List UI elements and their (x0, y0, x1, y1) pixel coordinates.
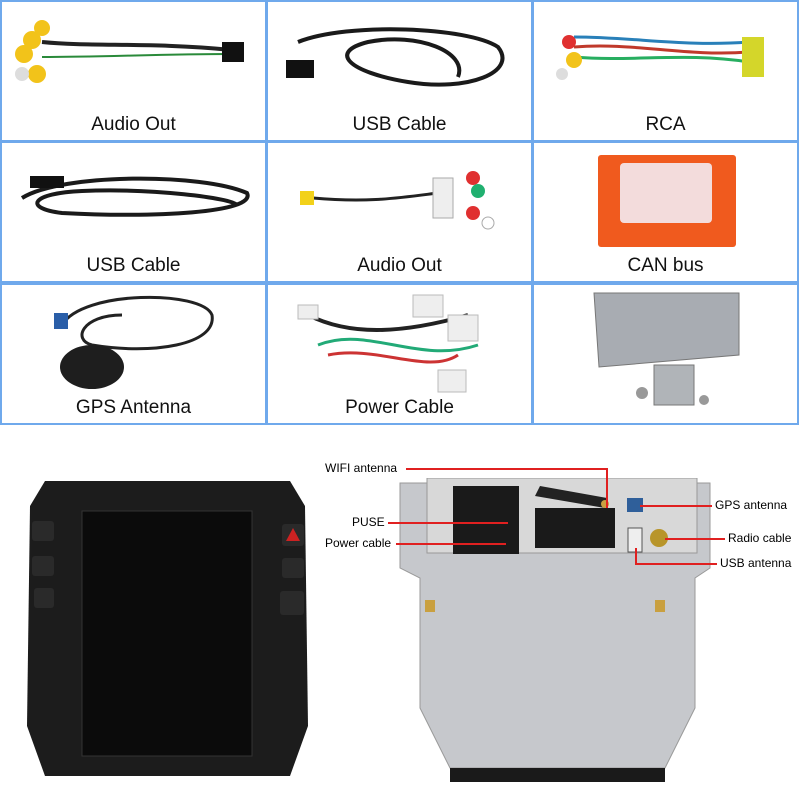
callout-gps-antenna: GPS antenna (715, 498, 788, 512)
cell-label: CAN bus (627, 255, 704, 276)
rca-cable-image (556, 35, 764, 80)
head-unit-front-image (20, 476, 315, 786)
cell-rca: RCA (532, 0, 799, 142)
callout-line (388, 522, 508, 524)
cell-label: Audio Out (357, 255, 442, 276)
audio-out-cable-image (300, 171, 495, 230)
head-unit-back-image (395, 477, 715, 790)
gps-antenna-image (54, 295, 214, 389)
cell-power-cable: Power Cable (266, 283, 533, 425)
cell-label: GPS Antenna (75, 397, 192, 418)
power-cable-image (297, 294, 479, 393)
callout-line (635, 548, 637, 565)
callout-line (606, 468, 608, 508)
callout-wifi-antenna: WIFI antenna (325, 461, 398, 475)
cell-usb-cable-2: USB Cable (0, 141, 267, 283)
usb-cable-image (286, 27, 505, 87)
cell-audio-out: Audio Out (0, 0, 267, 142)
cell-usb-cable: USB Cable (266, 0, 533, 142)
cell-mounting-bracket (532, 283, 799, 425)
cell-label: USB Cable (352, 114, 447, 135)
callout-line (665, 538, 725, 540)
cell-label: Power Cable (345, 397, 454, 418)
callout-puse: PUSE (352, 515, 385, 529)
accessories-grid: Audio Out USB Cable RCA USB Cable (0, 0, 799, 425)
callout-line (406, 468, 608, 470)
cell-gps-antenna: GPS Antenna (0, 283, 267, 425)
mounting-bracket-image (593, 292, 740, 406)
audio-out-cable-image (15, 20, 244, 83)
callout-line (635, 563, 717, 565)
cell-can-bus: CAN bus (532, 141, 799, 283)
callout-line (396, 543, 506, 545)
cell-label: RCA (645, 114, 686, 135)
cell-label: Audio Out (91, 114, 176, 135)
callout-radio-cable: Radio cable (728, 531, 792, 545)
callout-power-cable: Power cable (325, 536, 392, 550)
cell-label: USB Cable (86, 255, 181, 276)
callout-line (640, 505, 712, 507)
can-bus-image (598, 155, 736, 247)
callout-usb-antenna: USB antenna (720, 556, 792, 570)
cell-audio-out-2: Audio Out (266, 141, 533, 283)
usb-cable-image (20, 176, 250, 217)
